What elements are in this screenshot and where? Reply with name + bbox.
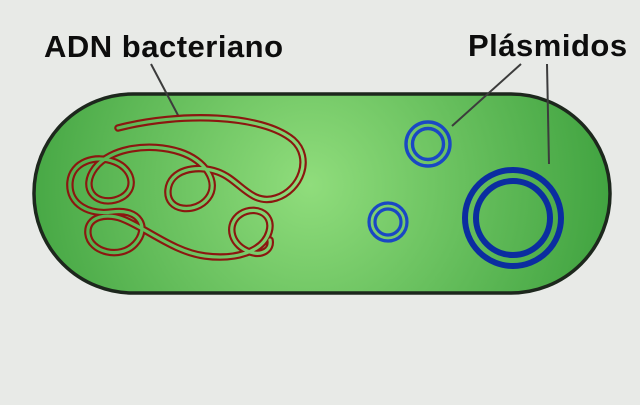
leader-line-dna <box>150 63 181 120</box>
leader-line-plasmid-large <box>546 63 550 165</box>
plasmid-small-lower-inner-ring <box>373 207 403 237</box>
plasmid-small-upper <box>404 120 452 168</box>
plasmid-large-inner-ring <box>473 178 553 258</box>
plasmid-large <box>462 167 564 269</box>
label-bacterial-dna: ADN bacteriano <box>44 29 284 64</box>
bacterial-cell <box>32 92 612 295</box>
plasmid-small-lower <box>367 201 409 243</box>
bacterial-dna-strand-gap <box>68 116 305 259</box>
plasmid-small-upper-inner-ring <box>410 126 446 162</box>
label-plasmids: Plásmidos <box>468 28 628 63</box>
leader-line-plasmid-small <box>451 63 522 127</box>
plasmid-small-upper-outer-ring <box>404 120 452 168</box>
plasmid-large-outer-ring <box>462 167 564 269</box>
plasmid-small-lower-outer-ring <box>367 201 409 243</box>
